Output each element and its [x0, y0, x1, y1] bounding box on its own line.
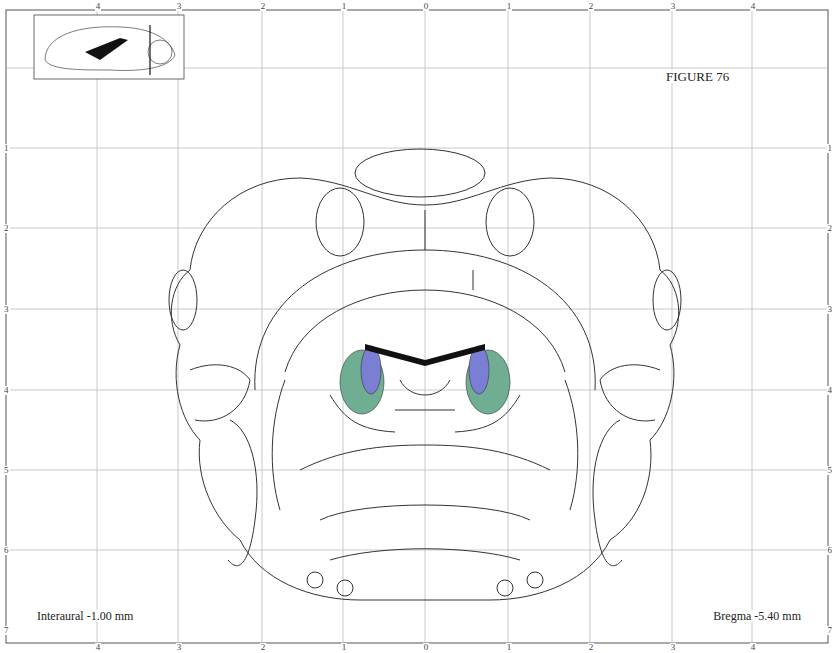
- axis-number: 1: [827, 144, 834, 153]
- axis-number: 1: [3, 144, 10, 153]
- axis-number: 2: [588, 2, 595, 11]
- axis-number: 5: [827, 466, 834, 475]
- axis-number: 4: [95, 2, 102, 11]
- axis-number: 2: [588, 643, 595, 652]
- axis-number: 0: [423, 643, 430, 652]
- bregma-coordinate: Bregma -5.40 mm: [712, 610, 802, 622]
- axis-number: 6: [827, 546, 834, 555]
- axis-number: 3: [176, 643, 183, 652]
- axis-number: 5: [3, 466, 10, 475]
- axis-number: 6: [3, 546, 10, 555]
- axis-number: 1: [341, 2, 348, 11]
- axis-number: 7: [3, 626, 10, 635]
- axis-number: 3: [827, 305, 834, 314]
- axis-number: 3: [670, 643, 677, 652]
- axis-number: 1: [506, 2, 513, 11]
- axis-number: 3: [3, 305, 10, 314]
- interaural-coordinate: Interaural -1.00 mm: [36, 610, 134, 622]
- axis-number: 4: [3, 386, 10, 395]
- axis-number: 2: [827, 224, 834, 233]
- axis-number: 7: [827, 626, 834, 635]
- axis-number: 2: [260, 2, 267, 11]
- axis-number: 3: [176, 2, 183, 11]
- figure-title: FIGURE 76: [665, 70, 730, 83]
- axis-number: 3: [670, 2, 677, 11]
- axis-number: 4: [750, 643, 757, 652]
- axis-number: 1: [341, 643, 348, 652]
- axis-number: 4: [95, 643, 102, 652]
- axis-number: 1: [506, 643, 513, 652]
- axis-number: 2: [260, 643, 267, 652]
- axis-number: 4: [827, 386, 834, 395]
- axis-number: 0: [423, 2, 430, 11]
- axis-number: 2: [3, 224, 10, 233]
- axis-number: 4: [750, 2, 757, 11]
